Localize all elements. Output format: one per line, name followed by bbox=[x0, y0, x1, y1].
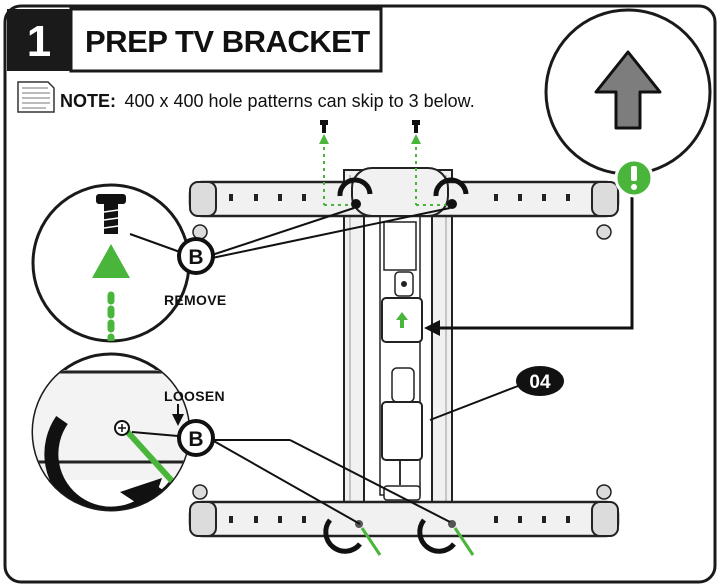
connector-line bbox=[428, 180, 634, 330]
step-title-box bbox=[69, 7, 383, 73]
note-text: 400 x 400 hole patterns can skip to 3 be… bbox=[124, 91, 474, 111]
screw-icon bbox=[320, 120, 328, 125]
note-row: NOTE: 400 x 400 hole patterns can skip t… bbox=[17, 81, 475, 113]
screw-icon bbox=[412, 120, 420, 125]
loosen-detail: LOOSEN bbox=[31, 352, 225, 512]
callout-b-lower-label: B bbox=[188, 428, 203, 451]
green-up-arrow-icon bbox=[92, 244, 130, 278]
tilt-knob-assembly bbox=[381, 367, 423, 501]
step-number: 1 bbox=[27, 17, 51, 66]
step-title: PREP TV BRACKET bbox=[85, 24, 370, 59]
top-rotation-arrows bbox=[337, 177, 469, 209]
note-label: NOTE: bbox=[60, 91, 116, 111]
loosen-label: LOOSEN bbox=[164, 388, 225, 404]
bottom-rail bbox=[188, 484, 620, 538]
top-screws-removed bbox=[319, 120, 446, 206]
direction-detail bbox=[424, 8, 712, 336]
note-sentence: NOTE: 400 x 400 hole patterns can skip t… bbox=[60, 91, 475, 111]
callout-b-upper-label: B bbox=[188, 246, 203, 269]
up-arrow-icon bbox=[594, 50, 662, 130]
screw-icon bbox=[96, 194, 126, 234]
lock-window-arrow-icon bbox=[396, 312, 408, 328]
step-header: 1 PREP TV BRACKET bbox=[7, 7, 383, 73]
remove-label: REMOVE bbox=[164, 292, 226, 308]
lock-window bbox=[381, 297, 423, 343]
tv-bracket bbox=[188, 120, 620, 556]
note-paper-icon bbox=[17, 81, 55, 113]
callout-b-upper: B bbox=[129, 207, 451, 275]
step-number-block bbox=[7, 9, 71, 71]
callout-b-lower: B bbox=[131, 419, 451, 525]
callout-part-04: 04 bbox=[429, 366, 564, 421]
center-plate bbox=[383, 221, 417, 297]
part-number-label: 04 bbox=[529, 372, 551, 393]
